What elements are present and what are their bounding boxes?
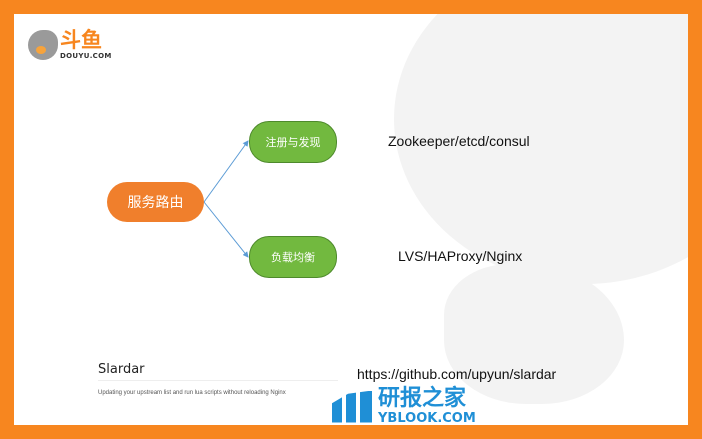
watermark: 研报之家 YBLOOK.COM	[332, 387, 476, 425]
watermark-cn: 研报之家	[378, 386, 467, 411]
chart-logo-icon	[332, 390, 372, 423]
divider	[98, 380, 338, 381]
logo-text: 斗鱼	[60, 28, 102, 52]
connector-arrows	[203, 140, 249, 258]
fish-mascot-icon	[28, 30, 58, 60]
discovery-desc: Zookeeper/etcd/consul	[388, 133, 530, 149]
slardar-title: Slardar	[98, 362, 145, 377]
arrow-up	[203, 140, 249, 203]
root-node: 服务路由	[107, 182, 204, 222]
arrow-down	[203, 201, 249, 258]
background-shape	[444, 264, 624, 404]
watermark-en: YBLOOK.COM	[378, 411, 476, 425]
node-load-balance: 负载均衡	[249, 236, 337, 278]
slardar-subtitle: Updating your upstream list and run lua …	[98, 390, 286, 396]
load-balance-desc: LVS/HAProxy/Nginx	[398, 248, 523, 264]
slide: 斗鱼 DOUYU.COM 服务路由 注册与发现 Zookeeper/etcd/c…	[14, 14, 688, 425]
logo-domain: DOUYU.COM	[60, 52, 112, 60]
douyu-logo: 斗鱼 DOUYU.COM	[28, 28, 112, 60]
node-discovery: 注册与发现	[249, 121, 337, 163]
slardar-url[interactable]: https://github.com/upyun/slardar	[357, 366, 557, 382]
